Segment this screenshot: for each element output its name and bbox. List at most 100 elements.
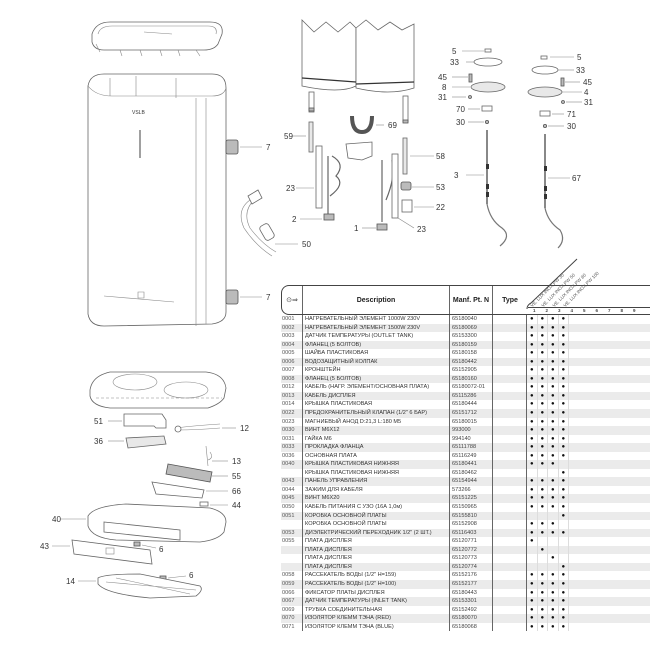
part-number: 65180160 (449, 374, 492, 384)
part-type (492, 477, 526, 486)
svg-text:67: 67 (572, 174, 581, 183)
applicable-dot: ● (559, 409, 569, 418)
applicable-dot: ● (559, 588, 569, 598)
applicable-dot: ● (559, 323, 569, 333)
model-applicability: ●●●● (526, 614, 576, 623)
model-applicability: ● (526, 468, 576, 478)
empty-cell (559, 520, 569, 529)
control-panel: 43 (40, 539, 153, 565)
part-code: 0036 (282, 452, 295, 459)
applicable-dot: ● (527, 332, 538, 341)
applicable-dot: ● (548, 400, 559, 410)
svg-text:71: 71 (567, 110, 576, 119)
applicable-dot: ● (548, 614, 559, 623)
part-number: 65152176 (449, 571, 492, 580)
applicable-dot: ● (559, 340, 569, 350)
applicable-dot: ● (538, 494, 548, 504)
part-number: 573266 (449, 485, 492, 495)
applicable-dot: ● (559, 426, 569, 435)
part-number: 65151225 (449, 494, 492, 504)
applicable-dot: ● (548, 340, 559, 350)
applicable-dot: ● (538, 409, 548, 418)
part-code: 0059 (282, 580, 295, 587)
part-type (492, 374, 526, 384)
applicable-dot: ● (538, 460, 548, 469)
part-code: 0053 (282, 529, 295, 536)
part-number: 993000 (449, 426, 492, 435)
part-number: 65152905 (449, 366, 492, 375)
applicable-dot: ● (527, 426, 538, 435)
model-applicability: ●●●● (526, 391, 576, 401)
part-type (492, 571, 526, 580)
part-number: 65155810 (449, 511, 492, 521)
svg-text:8: 8 (442, 83, 447, 92)
part-description: КРОНШТЕЙН (302, 366, 449, 375)
part-type (492, 460, 526, 469)
part-description: КАБЕЛЬ ПИТАНИЯ С УЗО (16А 1,0м) (302, 503, 449, 512)
model-applicability: ●●●● (526, 571, 576, 580)
part-code: 0002 (282, 324, 295, 331)
model-applicability: ●●●● (526, 332, 576, 341)
model-applicability: ●●●● (526, 400, 576, 410)
part-type (492, 503, 526, 512)
model-applicability: ● (526, 545, 576, 555)
applicable-dot: ● (548, 451, 559, 461)
svg-text:53: 53 (436, 183, 445, 192)
applicable-dot: ● (527, 503, 538, 512)
part-description: ИЗОЛЯТОР КЛЕММ ТЭНА (RED) (302, 614, 449, 623)
part-description: ВОДОЗАЩИТНЫЙ КОЛПАК (302, 357, 449, 367)
part-code: 0043 (282, 478, 295, 485)
part-number: 65180441 (449, 460, 492, 469)
left-flange-assembly: 5 33 45 8 31 70 30 (438, 47, 506, 127)
part-description: ДАТЧИК ТЕМПЕРАТУРЫ (INLET TANK) (302, 597, 449, 606)
part-code: 0070 (282, 615, 295, 622)
part-code: 0008 (282, 375, 295, 382)
applicable-dot: ● (527, 409, 538, 418)
applicable-dot: ● (527, 315, 538, 324)
part-number: 65180443 (449, 588, 492, 598)
element-cable: 12 (174, 423, 249, 433)
empty-cell (548, 511, 559, 521)
applicable-dot: ● (538, 434, 548, 444)
model-applicability: ●●●● (526, 426, 576, 435)
screw-a: 6 (133, 541, 164, 554)
part-description: ГАЙКА M6 (302, 434, 449, 444)
svg-text:45: 45 (583, 78, 592, 87)
model-applicability: ●●●● (526, 383, 576, 392)
svg-text:43: 43 (40, 542, 49, 551)
part-number: 65154944 (449, 477, 492, 486)
applicable-dot: ● (538, 357, 548, 367)
part-type (492, 315, 526, 324)
applicable-dot: ● (538, 443, 548, 452)
part-type (492, 554, 526, 563)
applicable-dot: ● (559, 511, 569, 521)
outlet-spreader: 58 (402, 137, 445, 175)
model-applicability: ●●●● (526, 417, 576, 427)
part-description: ПЛАТА ДИСПЛЕЯ (302, 545, 449, 555)
empty-cell (559, 545, 569, 555)
applicable-dot: ● (548, 528, 559, 538)
empty-cell (559, 460, 569, 469)
applicable-dot: ● (548, 323, 559, 333)
model-applicability: ● (526, 554, 576, 563)
part-code: 0007 (282, 367, 295, 374)
applicable-dot: ● (559, 417, 569, 427)
part-description: КОРОБКА ОСНОВНОЙ ПЛАТЫ (302, 511, 449, 521)
part-number: 65180442 (449, 357, 492, 367)
applicable-dot: ● (559, 349, 569, 358)
applicable-dot: ● (538, 503, 548, 512)
applicable-dot: ● (559, 383, 569, 392)
plastic-cover: 14 (66, 573, 202, 599)
model-applicability: ●●●● (526, 588, 576, 598)
part-number: 65180040 (449, 315, 492, 324)
part-number: 65116403 (449, 528, 492, 538)
part-description: КОРОБКА ОСНОВНОЙ ПЛАТЫ (302, 520, 449, 529)
applicable-dot: ● (527, 494, 538, 504)
